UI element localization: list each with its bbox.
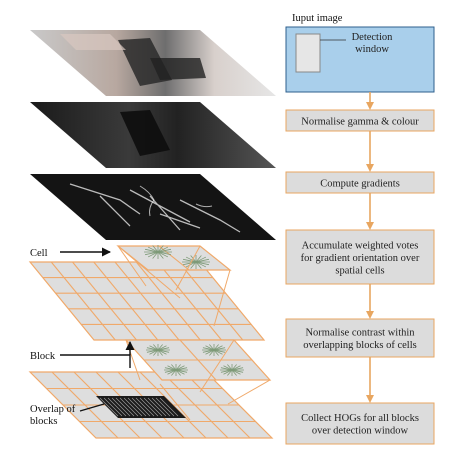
step-label: Accumulate weighted votes xyxy=(302,240,419,251)
overlap-hatch xyxy=(115,397,135,417)
block-histogram-glyph xyxy=(146,347,170,353)
detection-window-label-2: window xyxy=(355,44,389,55)
step-label: for gradient orientation over xyxy=(301,253,420,264)
step-box xyxy=(285,229,435,285)
projection-lines xyxy=(117,245,271,421)
overlap-hatch xyxy=(111,397,131,417)
cell-grid-col-line xyxy=(178,261,244,341)
block-histogram-glyph xyxy=(202,347,226,353)
cell-grid-col-line xyxy=(72,261,137,341)
overlap-hatch xyxy=(147,397,167,417)
block-histogram-glyph xyxy=(220,367,244,373)
step-label: Collect HOGs for all blocks xyxy=(301,413,419,424)
step-label: over detection window xyxy=(312,426,409,437)
block-pointer-line xyxy=(60,354,131,368)
overlap-hatch xyxy=(123,397,143,417)
cell-grid-col-line xyxy=(114,261,180,341)
step-box xyxy=(285,171,435,194)
orientation-histogram-glyph xyxy=(144,248,172,256)
gradient-image-layer xyxy=(30,174,276,240)
block-grid-layer xyxy=(28,371,274,439)
step-label: Normalise gamma & colour xyxy=(301,116,419,127)
detection-window-label-1: Detection xyxy=(352,32,394,43)
block-histogram-glyph xyxy=(164,367,188,373)
orientation-histogram-glyph xyxy=(182,258,210,266)
cell-label: Cell xyxy=(30,248,48,259)
step-label: Normalise contrast within xyxy=(305,328,415,339)
step-label: Compute gradients xyxy=(320,178,400,189)
overlap-hatch xyxy=(139,397,159,417)
normalised-photo-layer xyxy=(30,102,276,168)
overlap-hatch xyxy=(135,397,155,417)
block-label: Block xyxy=(30,351,56,362)
overlap-pointer-line xyxy=(79,403,105,412)
cell-grid-col-line xyxy=(157,261,222,341)
input-photo-layer xyxy=(30,30,276,96)
cell-zoom-col-line xyxy=(158,245,190,271)
overlap-hatch xyxy=(131,397,151,417)
overlap-label-line1: Overlap of xyxy=(30,404,76,415)
overlap-hatch xyxy=(127,397,147,417)
overlap-hatch xyxy=(159,397,179,417)
cell-grid-col-line xyxy=(93,261,159,341)
overlap-hatch xyxy=(155,397,175,417)
overlap-hatch xyxy=(151,397,171,417)
overlap-label-line2: blocks xyxy=(30,416,57,427)
cell-grid-col-line xyxy=(135,261,201,341)
overlap-hatch xyxy=(143,397,163,417)
overlap-hatch xyxy=(99,397,119,417)
step-box xyxy=(285,318,435,358)
step-label: spatial cells xyxy=(335,265,384,276)
detection-window-rect xyxy=(295,33,321,73)
step-box xyxy=(285,109,435,132)
step-label: overlapping blocks of cells xyxy=(303,340,416,351)
cell-grid-col-line xyxy=(50,261,116,341)
overlap-hatch xyxy=(103,397,123,417)
step-box xyxy=(285,402,435,445)
overlap-hatch xyxy=(119,397,139,417)
input-image-label: Iuput image xyxy=(292,13,343,24)
cell-grid-layer xyxy=(28,261,266,341)
overlap-hatch xyxy=(107,397,127,417)
